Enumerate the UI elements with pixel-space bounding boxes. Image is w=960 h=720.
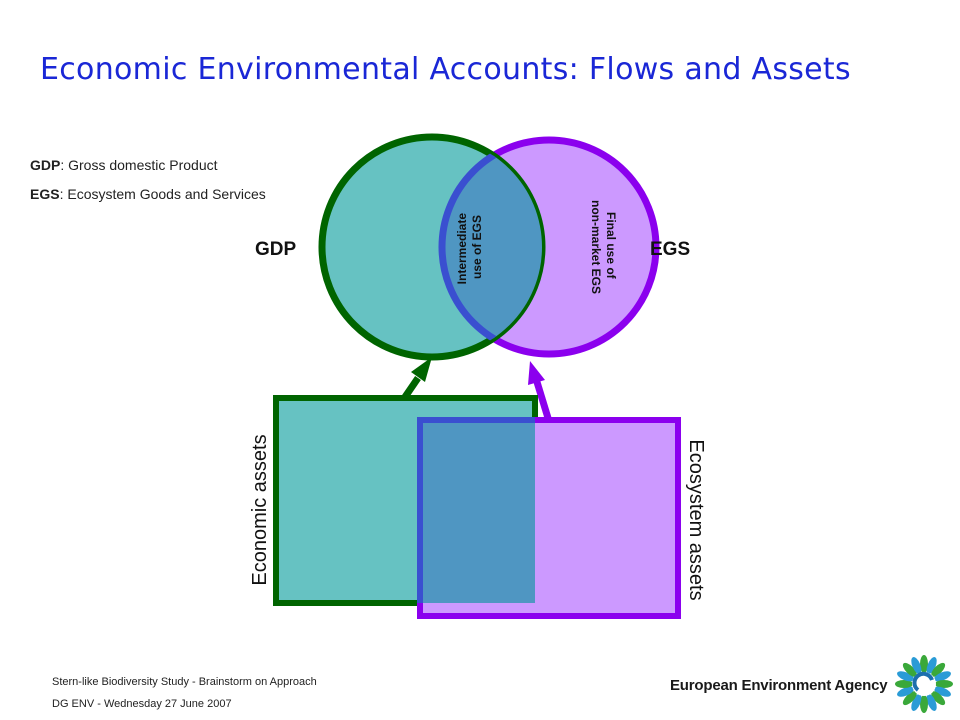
economic-to-gdp-arrow [402,357,432,399]
legend-gdp: GDP: Gross domestic Product [30,157,218,173]
final-use-line2: non-market EGS [589,200,603,294]
legend-gdp-abbr: GDP [30,157,61,173]
slide-title: Economic Environmental Accounts: Flows a… [40,52,851,87]
final-use-label: Final use of non-market EGS [589,200,618,294]
final-use-line1: Final use of [604,212,618,280]
eea-logo-icon [895,655,953,713]
intermediate-use-label: Intermediate use of EGS [455,210,484,285]
ecosystem-assets-label: Ecosystem assets [685,439,707,600]
organization-name: European Environment Agency [670,677,888,694]
footer-date: DG ENV - Wednesday 27 June 2007 [52,698,232,710]
intermediate-use-line2: use of EGS [470,215,484,279]
gdp-label: GDP [255,239,297,260]
circle-overlap [438,137,542,357]
legend-egs-abbr: EGS [30,186,60,202]
ecosystem-to-egs-arrow [528,361,552,420]
assets-overlap [417,417,535,603]
legend-gdp-text: : Gross domestic Product [60,157,218,173]
economic-assets-label: Economic assets [249,434,271,585]
egs-label: EGS [650,239,690,260]
legend-egs-text: : Ecosystem Goods and Services [59,186,266,202]
footer-study-title: Stern-like Biodiversity Study - Brainsto… [52,676,317,688]
intermediate-use-line1: Intermediate [455,213,469,285]
legend-egs: EGS: Ecosystem Goods and Services [30,186,266,202]
